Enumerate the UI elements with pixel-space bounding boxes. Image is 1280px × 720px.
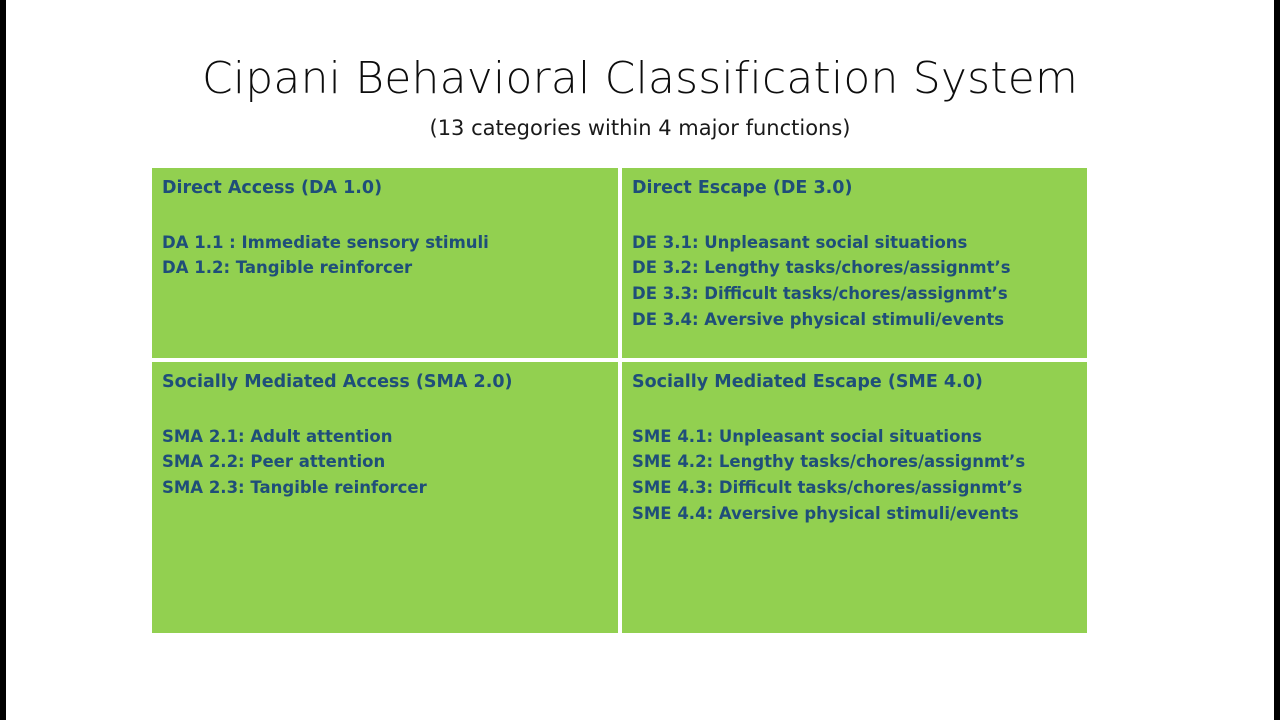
list-item: DA 1.1 : Immediate sensory stimuli (162, 232, 489, 252)
quadrant-socially-mediated-access: Socially Mediated Access (SMA 2.0) SMA 2… (152, 362, 618, 633)
quadrant-direct-access: Direct Access (DA 1.0) DA 1.1 : Immediat… (152, 168, 618, 358)
list-item: SMA 2.2: Peer attention (162, 452, 386, 472)
quadrant-item-list: SME 4.1: Unpleasant social situations SM… (632, 424, 1087, 526)
quadrant-item-list: DE 3.1: Unpleasant social situations DE … (632, 230, 1087, 332)
list-item: DE 3.2: Lengthy tasks/chores/assignmt’s (632, 258, 1011, 278)
list-item: SMA 2.3: Tangible reinforcer (162, 478, 427, 498)
quadrant-heading: Direct Access (DA 1.0) (162, 178, 383, 198)
list-item: SME 4.2: Lengthy tasks/chores/assignmt’s (632, 452, 1026, 472)
quadrant-socially-mediated-escape: Socially Mediated Escape (SME 4.0) SME 4… (622, 362, 1087, 633)
list-item: SME 4.3: Difficult tasks/chores/assignmt… (632, 478, 1023, 498)
title-block: Cipani Behavioral Classification System … (0, 53, 1280, 141)
page-subtitle: (13 categories within 4 major functions) (429, 116, 851, 141)
list-item: SME 4.4: Aversive physical stimuli/event… (632, 503, 1019, 523)
list-item: DA 1.2: Tangible reinforcer (162, 258, 413, 278)
list-item: SME 4.1: Unpleasant social situations (632, 426, 982, 446)
quadrant-heading: Direct Escape (DE 3.0) (632, 178, 853, 198)
list-item: DE 3.3: Difficult tasks/chores/assignmt’… (632, 284, 1008, 304)
list-item: DE 3.1: Unpleasant social situations (632, 232, 968, 252)
letterbox-bar-left (0, 0, 6, 720)
page-title: Cipani Behavioral Classification System (201, 53, 1079, 104)
quadrant-item-list: DA 1.1 : Immediate sensory stimuli DA 1.… (162, 230, 618, 281)
quadrant-heading: Socially Mediated Access (SMA 2.0) (162, 372, 513, 392)
list-item: DE 3.4: Aversive physical stimuli/events (632, 309, 1005, 329)
quadrant-item-list: SMA 2.1: Adult attention SMA 2.2: Peer a… (162, 424, 618, 501)
quadrant-direct-escape: Direct Escape (DE 3.0) DE 3.1: Unpleasan… (622, 168, 1087, 358)
letterbox-bar-right (1274, 0, 1280, 720)
list-item: SMA 2.1: Adult attention (162, 426, 393, 446)
classification-matrix: Direct Access (DA 1.0) DA 1.1 : Immediat… (152, 168, 1087, 633)
quadrant-heading: Socially Mediated Escape (SME 4.0) (632, 372, 983, 392)
